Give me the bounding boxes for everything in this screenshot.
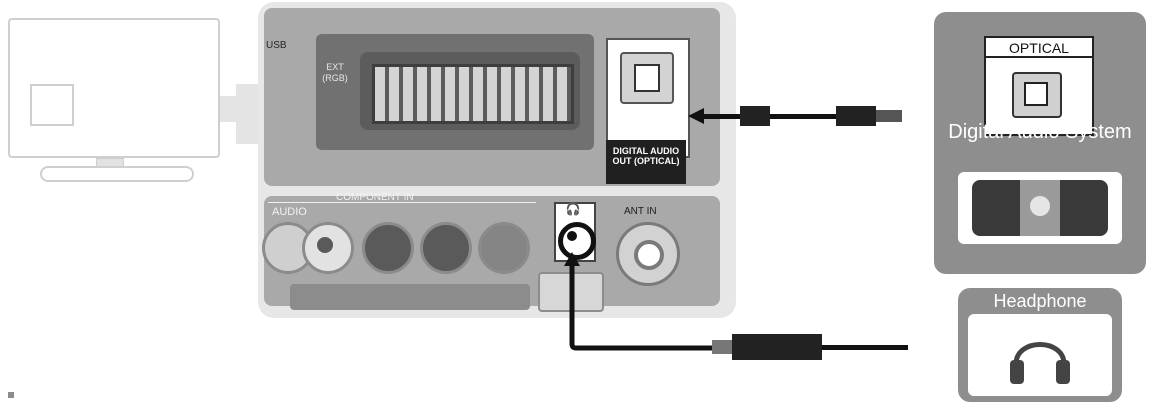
scart-pins [372,64,574,124]
lower-scart-connector [290,284,530,310]
component-jack-pr[interactable] [478,222,530,274]
digital-audio-system-label: Digital Audio System [948,121,1132,143]
headphone-icon [1010,342,1070,384]
headphone-port-icon: 🎧 [565,202,581,216]
optical-label-box [606,140,686,184]
optical-plug-right [836,106,876,126]
component-divider [268,202,536,203]
headphone-jack-core [567,231,577,241]
component-jack-pb[interactable] [420,222,472,274]
component-jack-y[interactable] [362,222,414,274]
component-in-label: COMPONENT IN [336,192,414,203]
headphone-jack[interactable] [558,222,596,260]
headphone-cable-wire [822,345,908,350]
optical-socket-inner [1024,82,1048,106]
ant-in-label: ANT IN [624,206,657,217]
optical-port-inner [634,64,660,92]
speaker-dial [1030,196,1050,216]
headphone-frame [968,314,1112,396]
audio-label: AUDIO [272,206,307,218]
audio-jack-left[interactable] [262,222,314,274]
ant-in-core [634,240,664,270]
headphone-cable [569,256,720,351]
optical-cable-wire [770,114,836,119]
audio-jack-core [317,237,333,253]
corner-mark [8,392,14,398]
tv-stand-base [40,166,194,182]
ext-rgb-label: EXT (RGB) [322,62,348,83]
headphone-plug-tip [712,340,732,354]
optical-cable-segment [702,114,742,119]
optical-plug-tip [876,110,902,122]
optical-plug-left [740,106,770,126]
optical-arrow-icon [688,108,704,124]
tv-port-inset [30,84,74,126]
headphone-plug [732,334,822,360]
headphone-title: Headphone [993,291,1087,311]
optical-out-label: DIGITAL AUDIO OUT (OPTICAL) [612,146,680,166]
headphone-arrow-icon [564,252,580,266]
usb-label: USB [266,40,287,51]
